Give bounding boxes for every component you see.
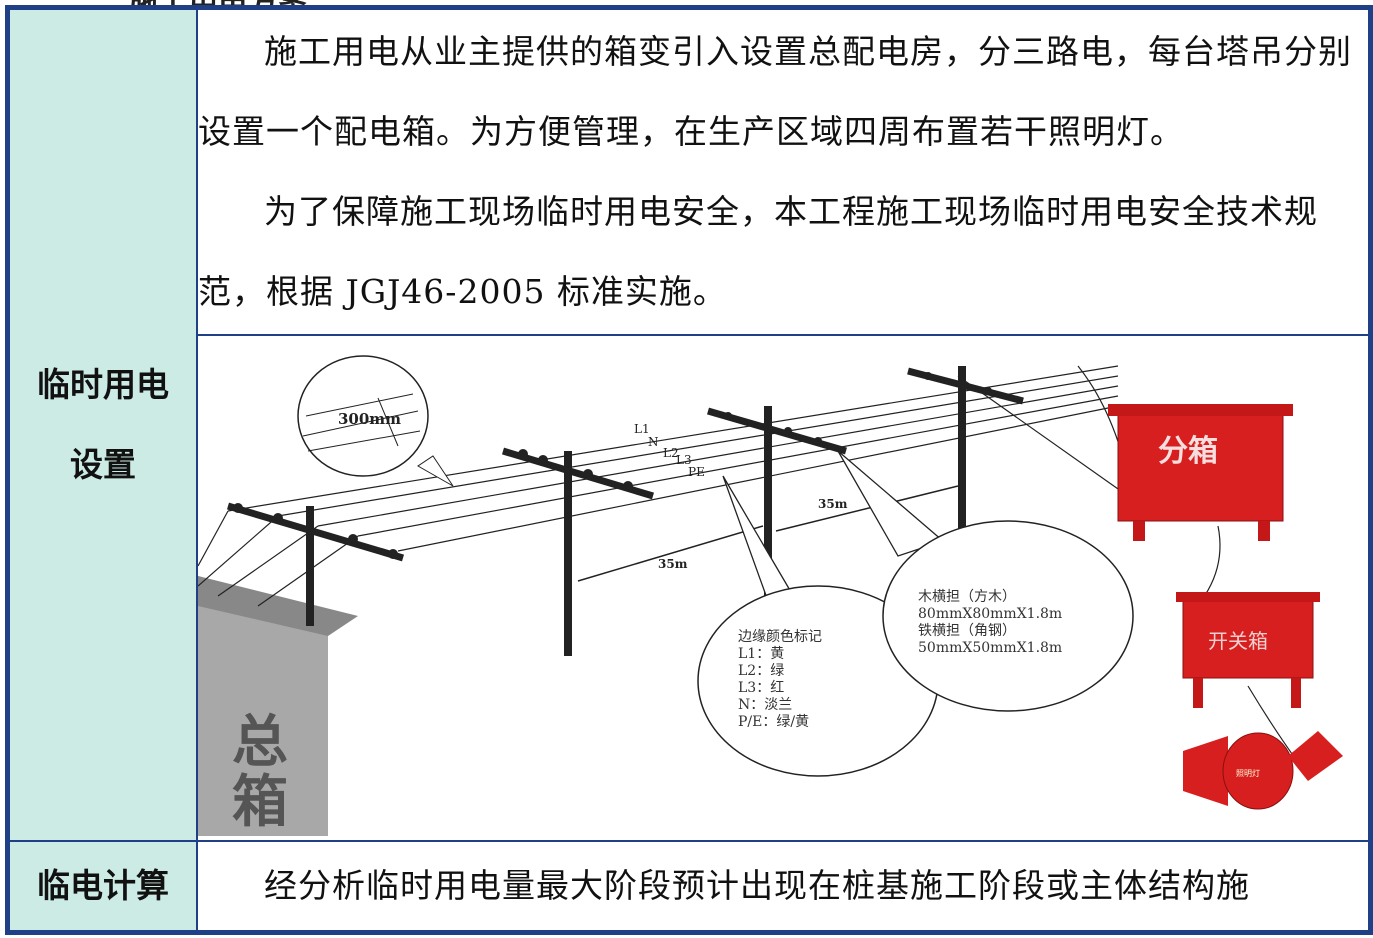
lighting-lamp: 照明灯 [1183,731,1343,810]
svg-text:L3：红: L3：红 [738,680,784,696]
main-box-wall [199,576,328,836]
main-box-label-1: 总 [232,709,288,775]
wire-label-l3: L3 [676,453,692,467]
span-label-2: 35m [818,497,848,511]
row-label-temporary-power-setup: 临时用电 设置 [8,8,198,842]
spacing-callout [297,355,429,477]
svg-text:P/E：绿/黄: P/E：绿/黄 [738,713,809,730]
table-row-setup-text: 临时用电 设置 施工用电从业主提供的箱变引入设置总配电房，分三路电，每台塔吊分别… [8,8,1370,842]
main-box-label-2: 箱 [232,769,288,835]
svg-text:50mmX50mmX1.8m: 50mmX50mmX1.8m [918,640,1062,656]
label-line-2: 设置 [70,445,136,484]
wire-label-l1: L1 [634,422,650,436]
table-row-setup-diagram: 总 箱 [9,334,1370,842]
switch-box: 开关箱 [1176,592,1320,708]
switch-box-label: 开关箱 [1208,629,1268,653]
svg-text:L2：绿: L2：绿 [738,663,784,679]
span-dimension-2 [775,485,959,532]
temporary-power-table: 临时用电 设置 施工用电从业主提供的箱变引入设置总配电房，分三路电，每台塔吊分别… [5,5,1373,935]
spacing-label: 300mm [338,410,401,428]
label-line-1: 临时用电 [37,365,169,404]
power-line-diagram-cell: 总 箱 [196,334,1370,842]
sub-distribution-box: 分箱 [1108,404,1293,541]
svg-text:边缘颜色标记: 边缘颜色标记 [738,628,822,645]
crossarm-callout [882,520,1134,712]
table-row-calculation: 临电计算 经分析临时用电量最大阶段预计出现在桩基施工阶段或主体结构施 [8,840,1370,932]
svg-text:L1：黄: L1：黄 [738,645,784,662]
setup-description-cell: 施工用电从业主提供的箱变引入设置总配电房，分三路电，每台塔吊分别设置一个配电箱。… [196,8,1370,336]
color-marks-text: 边缘颜色标记 L1：黄 L2：绿 L3：红 N：淡兰 P/E：绿/黄 [738,628,822,730]
utility-poles [227,366,1024,656]
power-line-diagram: 总 箱 [199,337,1367,836]
lamp-label: 照明灯 [1236,768,1260,778]
svg-text:铁横担（角钢）: 铁横担（角钢） [918,623,1016,639]
span-dimension-1 [577,525,764,582]
row-label-power-calculation: 临电计算 [8,840,198,932]
sub-box-label: 分箱 [1158,434,1218,469]
paragraph-power-source: 施工用电从业主提供的箱变引入设置总配电房，分三路电，每台塔吊分别设置一个配电箱。… [198,32,1352,151]
crossarm-text: 木横担（方木） 80mmX80mmX1.8m 铁横担（角钢） 50mmX50mm… [918,589,1062,656]
paragraph-safety-standard: 为了保障施工现场临时用电安全，本工程施工现场临时用电安全技术规范，根据 JGJ4… [198,192,1318,311]
previous-page-heading: 施工用电方案 [0,0,1373,10]
svg-text:N：淡兰: N：淡兰 [738,697,792,713]
paragraph-calculation: 经分析临时用电量最大阶段预计出现在桩基施工阶段或主体结构施 [264,866,1250,905]
wire-label-l2: L2 [663,446,679,460]
wire-label-pe: PE [688,465,705,479]
wire-label-n: N [648,435,659,449]
span-label-1: 35m [658,557,688,571]
svg-text:木横担（方木）: 木横担（方木） [918,589,1016,605]
calculation-text-cell: 经分析临时用电量最大阶段预计出现在桩基施工阶段或主体结构施 [196,840,1370,932]
overhead-wires [199,365,1309,777]
svg-text:80mmX80mmX1.8m: 80mmX80mmX1.8m [918,606,1062,622]
